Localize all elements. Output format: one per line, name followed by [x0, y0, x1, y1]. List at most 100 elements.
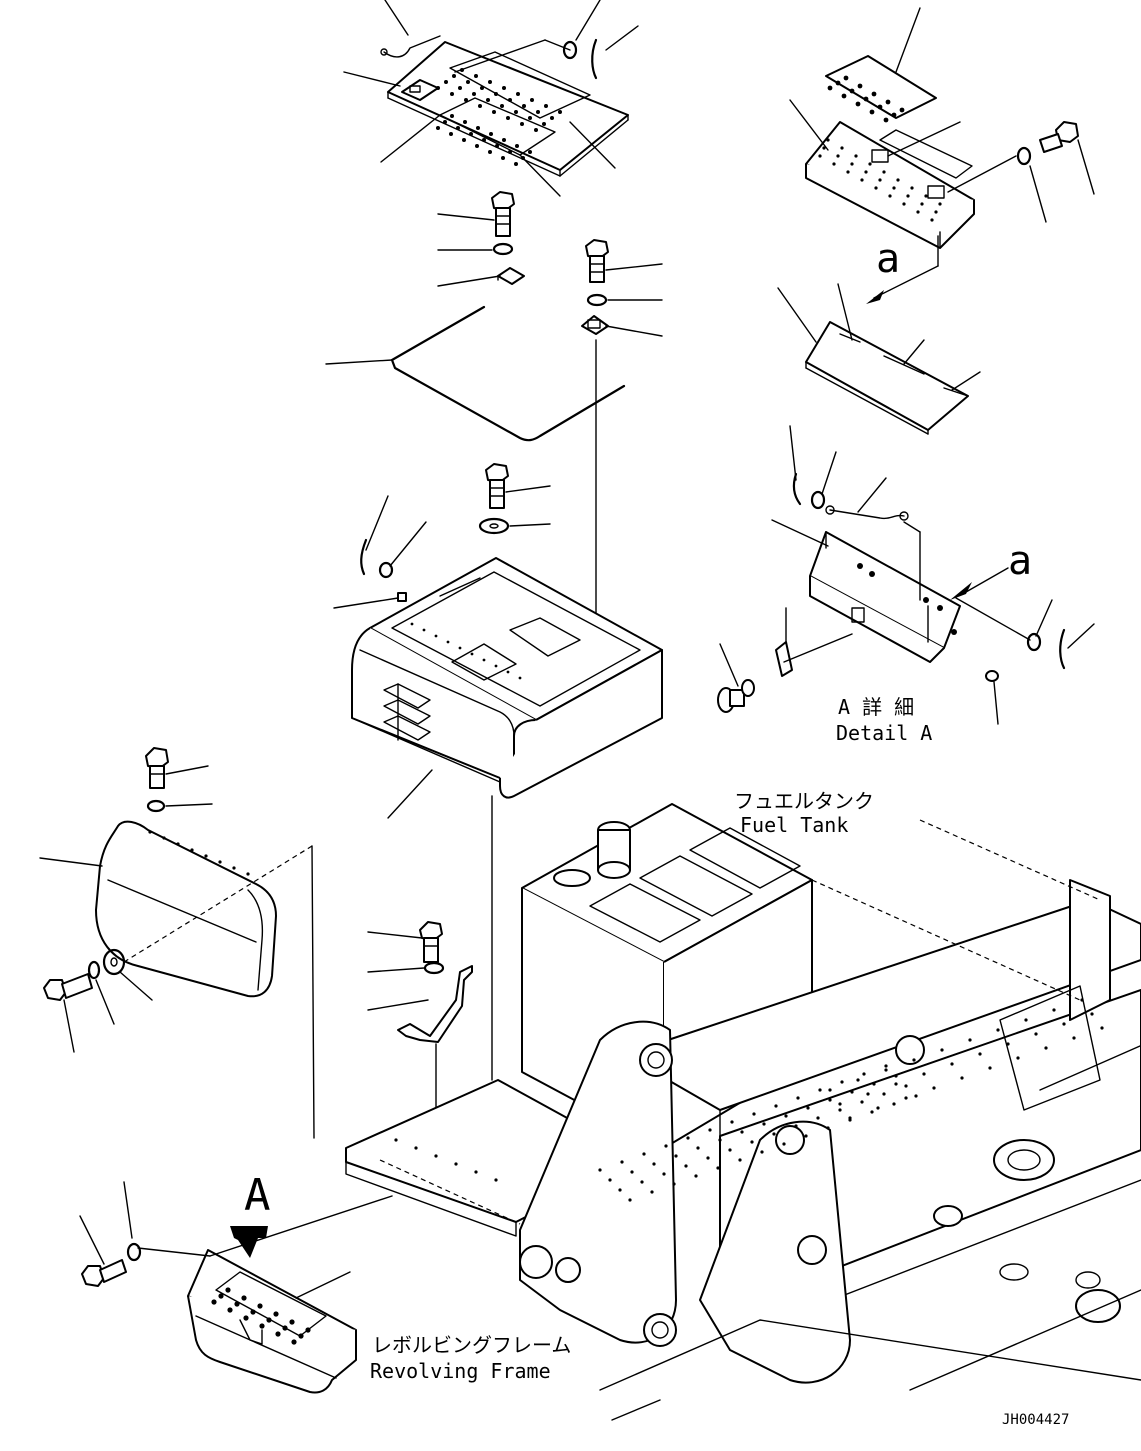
- hole-dot: [872, 1082, 876, 1086]
- hole-dot: [422, 628, 426, 632]
- hole-dot: [298, 1333, 304, 1339]
- hole-dot: [466, 80, 470, 84]
- hole-dot: [480, 86, 484, 90]
- hole-dot: [494, 664, 498, 668]
- hole-dot: [930, 218, 934, 222]
- hole-dot: [854, 154, 858, 158]
- detail-a-bolt: [1039, 121, 1095, 195]
- hole-dot: [500, 104, 504, 108]
- hole-dot: [857, 83, 863, 89]
- hole-dot: [841, 93, 847, 99]
- hole-dot: [782, 1142, 786, 1146]
- hole-dot: [501, 156, 505, 160]
- hole-dot: [530, 98, 534, 102]
- hole-dot: [494, 92, 498, 96]
- side-cover: [95, 820, 277, 998]
- hole-dot: [784, 1114, 788, 1118]
- leader-washer-3: [509, 523, 551, 527]
- hole-dot: [826, 1126, 830, 1130]
- detail-title-jp: A 詳 細: [838, 695, 914, 719]
- hole-dot: [894, 1082, 898, 1086]
- hole-dot: [542, 122, 546, 126]
- hole-dot: [843, 75, 849, 81]
- hole-dot: [273, 1311, 279, 1317]
- hole-dot: [469, 132, 473, 136]
- hole-dot: [148, 830, 152, 834]
- hole-dot: [840, 146, 844, 150]
- hole-dot: [227, 1307, 233, 1313]
- detail-a-step-pad: [825, 55, 937, 119]
- top-step-cover: [387, 41, 629, 177]
- hole-dot: [204, 854, 208, 858]
- hole-dot: [650, 1190, 654, 1194]
- hole-dot: [1034, 1032, 1038, 1036]
- hole-dot: [478, 104, 482, 108]
- hole-dot: [1062, 1022, 1066, 1026]
- leaders-bracket: [771, 425, 1095, 670]
- hole-dot: [1016, 1056, 1020, 1060]
- hole-dot: [528, 116, 532, 120]
- gasket-sheet: [390, 305, 626, 442]
- view-arrow-a: [230, 1226, 268, 1258]
- hole-dot: [502, 86, 506, 90]
- hole-dot: [978, 1052, 982, 1056]
- washer-1: [492, 242, 514, 256]
- hole-dot: [476, 126, 480, 130]
- hole-dot: [840, 1080, 844, 1084]
- hole-dot: [894, 1074, 898, 1078]
- hole-dot: [916, 210, 920, 214]
- hole-dot: [906, 194, 910, 198]
- hole-dot: [434, 1154, 438, 1158]
- hole-dot: [232, 866, 236, 870]
- hole-dot: [884, 1068, 888, 1072]
- hole-dot: [850, 1090, 854, 1094]
- hole-dot: [804, 1134, 808, 1138]
- hole-dot: [458, 86, 462, 90]
- hole-dot: [850, 162, 854, 166]
- hole-dot: [486, 98, 490, 102]
- hole-dot: [475, 144, 479, 148]
- detail-title-en: Detail A: [836, 721, 932, 745]
- clip-1: [497, 267, 525, 285]
- hole-dot: [868, 162, 872, 166]
- hole-dot: [508, 98, 512, 102]
- hole-dot: [506, 116, 510, 120]
- hole-dot: [1006, 1042, 1010, 1046]
- hole-dot: [250, 1309, 256, 1315]
- mount-bracket: [367, 921, 473, 1111]
- storage-box: [351, 557, 663, 799]
- hole-dot: [728, 1148, 732, 1152]
- detail-a-step-holes: [827, 75, 905, 123]
- hole-dot: [474, 74, 478, 78]
- hole-dot: [291, 1339, 297, 1345]
- hole-dot: [706, 1156, 710, 1160]
- hole-dot: [234, 1301, 240, 1307]
- hole-dot: [218, 860, 222, 864]
- fuel-tank-jp: フュエルタンク: [734, 789, 874, 813]
- hole-dot: [988, 1066, 992, 1070]
- hole-dot: [708, 1128, 712, 1132]
- hole-dot: [950, 1062, 954, 1066]
- lower-step-box: [187, 1249, 357, 1394]
- lower-step-bolt: [81, 1259, 127, 1287]
- hole-dot: [883, 117, 889, 123]
- hole-dot: [225, 1287, 231, 1293]
- hole-dot: [489, 132, 493, 136]
- hole-dot: [856, 1078, 860, 1082]
- hole-dot: [494, 1178, 498, 1182]
- detail-marker-a-box: a: [1008, 538, 1032, 584]
- hole-dot: [652, 1162, 656, 1166]
- frame-rivets: [394, 998, 1104, 1202]
- leaders-side-cover: [39, 845, 315, 1139]
- hole-dot: [470, 652, 474, 656]
- hole-dot: [904, 1084, 908, 1088]
- hole-dot: [902, 202, 906, 206]
- detail-a-mat: [805, 321, 969, 435]
- hole-dot: [450, 92, 454, 96]
- revolving-frame-jp: レボルビングフレーム: [372, 1333, 571, 1357]
- hole-dot: [414, 1146, 418, 1150]
- leaders-lower-step: [79, 1181, 393, 1299]
- hole-dot: [827, 85, 833, 91]
- hole-dot: [888, 194, 892, 198]
- hole-dot: [436, 126, 440, 130]
